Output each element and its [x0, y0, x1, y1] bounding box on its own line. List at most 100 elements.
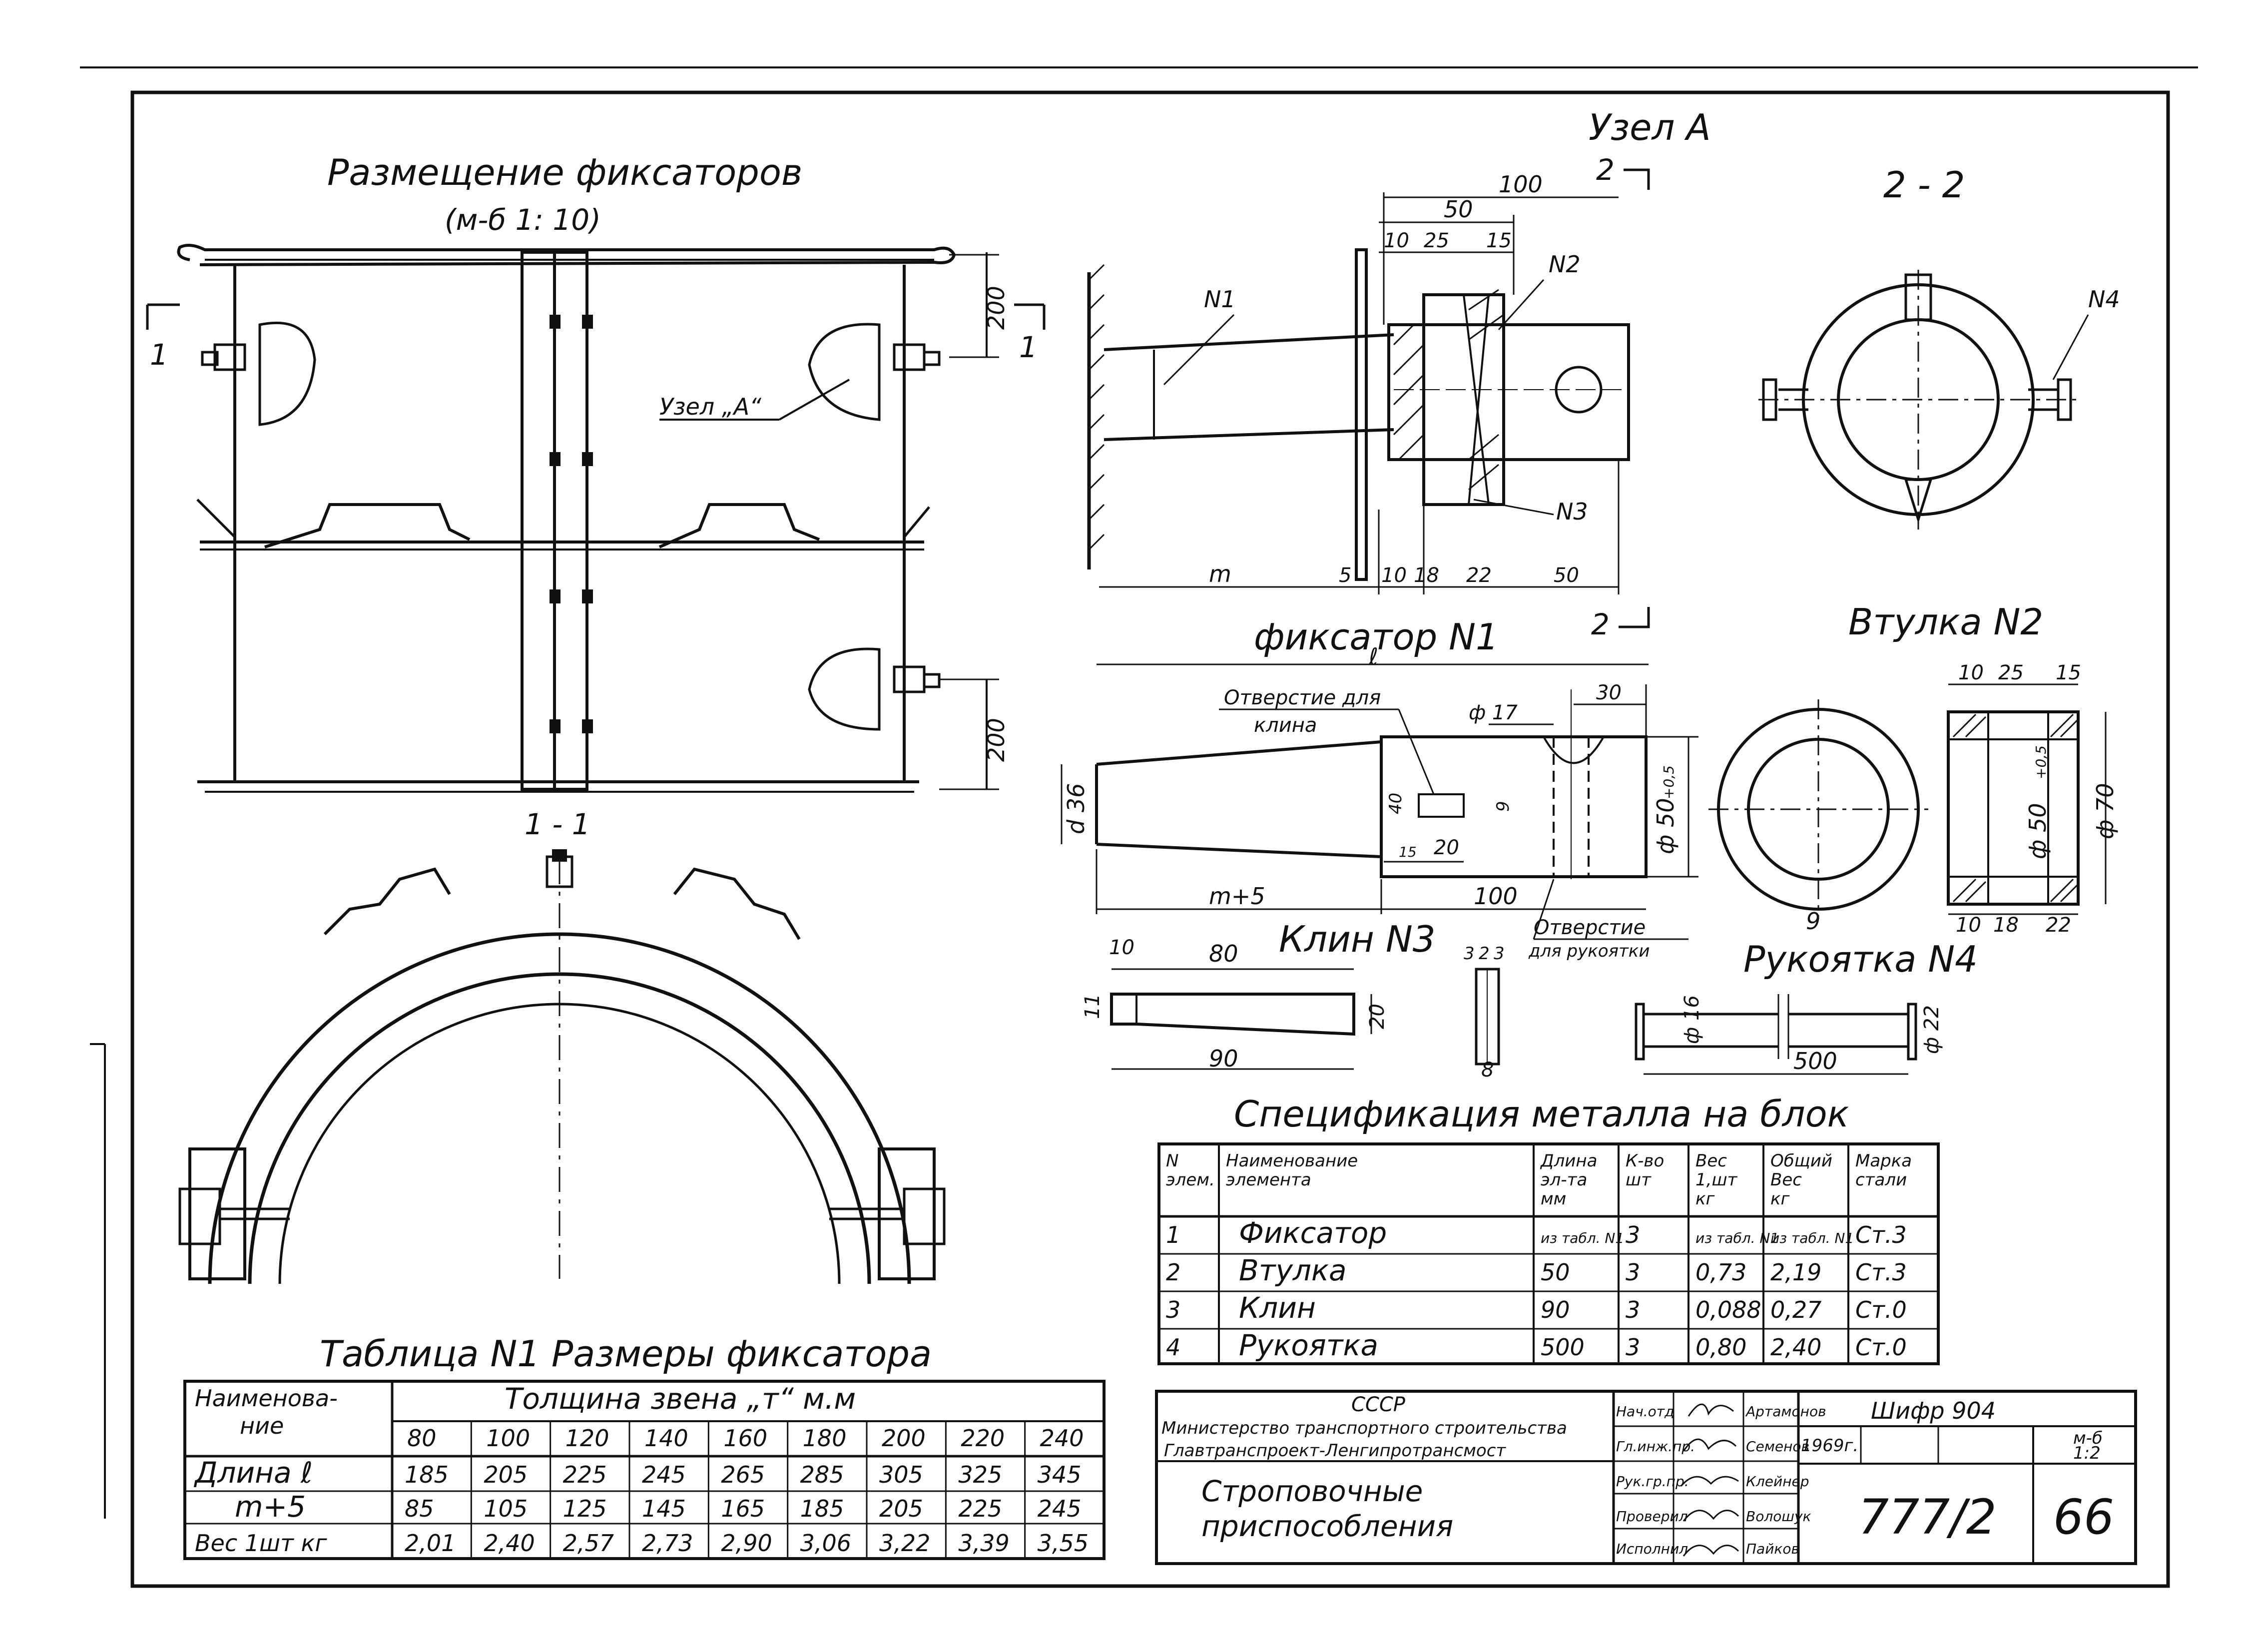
spec-cell: Ст.0	[1855, 1296, 1907, 1323]
spec-title: Спецификация металла на блок	[1234, 1093, 1849, 1135]
wedge-side-dim-3b: 3	[1494, 944, 1505, 964]
fixator-view: фиксатор N1 ℓ Отверстие для клина Отверс…	[1061, 616, 1698, 961]
tb-org-1: СССР	[1351, 1393, 1406, 1416]
fixator-dim-20: 20	[1434, 836, 1459, 859]
node-a-title: Узел А	[1589, 106, 1711, 148]
table1-cell: 3,22	[879, 1530, 930, 1557]
title-block: СССР Министерство транспортного строител…	[1155, 1390, 2137, 1565]
tb-name: Пайков	[1746, 1541, 1799, 1557]
table1-thickness: 240	[1040, 1425, 1084, 1452]
table1-cell: 305	[879, 1461, 923, 1488]
fixator-dim-100: 100	[1474, 883, 1518, 910]
node-a-dim-100: 100	[1499, 171, 1543, 198]
tb-role: Гл.инж.пр.	[1616, 1438, 1695, 1455]
tb-role: Исполнил	[1616, 1541, 1688, 1557]
table1-row-label: Вес 1шт кг	[195, 1530, 327, 1557]
node-a-dim-10: 10	[1384, 229, 1409, 252]
fixator-dim-9: 9	[1493, 801, 1513, 812]
table1-cell: 205	[879, 1495, 923, 1522]
spec-cell: 500	[1541, 1334, 1585, 1361]
spec-header-cell: Длина	[1540, 1151, 1597, 1171]
drawing-frame	[130, 90, 2170, 1588]
spec-cell: 0,088	[1695, 1296, 1761, 1323]
spec-cell: 2	[1166, 1259, 1180, 1286]
spec-table: Спецификация металла на блок Nэлем.Наиме…	[1157, 1093, 1940, 1365]
wedge-dim-11: 11	[1081, 994, 1104, 1019]
table1-row-label: Длина ℓ	[193, 1456, 313, 1490]
spec-cell: 0,73	[1695, 1259, 1746, 1286]
table1-cell: 2,90	[721, 1530, 772, 1557]
sleeve-dim-bot-22: 22	[2046, 914, 2071, 937]
wedge-dim-20: 20	[1366, 1004, 1389, 1029]
table1-cell: 3,39	[958, 1530, 1009, 1557]
sleeve-dim-top-10: 10	[1958, 661, 1984, 684]
table1-cell: 285	[800, 1461, 844, 1488]
table1-cell: 2,01	[405, 1530, 456, 1557]
table1-thickness: 160	[723, 1425, 767, 1452]
spec-cell: Ст.0	[1855, 1334, 1907, 1361]
sleeve-dim-bore-tol: +0,5	[2033, 745, 2049, 779]
section-1-1-view: 1 - 1	[178, 807, 946, 1284]
fixator-dim-tol: +0,5	[1661, 765, 1677, 799]
tb-title-1: Строповочные	[1201, 1474, 1423, 1508]
signatures	[1680, 1403, 1739, 1557]
spec-header-cell: мм	[1541, 1189, 1566, 1209]
handle-dim-phi22: ф 22	[1920, 1005, 1943, 1054]
table1-cell: 185	[405, 1461, 449, 1488]
spec-header-cell: шт	[1626, 1170, 1652, 1190]
sleeve-dim-bot-10: 10	[1956, 914, 1981, 937]
node-a-callout: Узел „А“	[659, 393, 761, 420]
spec-cell: из табл. N1	[1541, 1230, 1624, 1246]
tb-sheet: 66	[2053, 1489, 2114, 1545]
fixator-dim-30: 30	[1596, 681, 1622, 704]
spec-cell: Фиксатор	[1239, 1216, 1387, 1250]
node-a-cut-top: 2	[1596, 153, 1615, 187]
spec-header-cell: 1,шт	[1695, 1170, 1738, 1190]
fixator-dim-phi17: ф 17	[1469, 701, 1518, 724]
table1-thickness: 80	[407, 1425, 437, 1452]
spec-headers: Nэлем.НаименованиеэлементаДлинаэл-таммК-…	[1166, 1151, 1912, 1209]
section-2-2-title: 2 - 2	[1883, 164, 1965, 206]
spec-cell: 90	[1541, 1296, 1570, 1323]
node-a-dim-50: 50	[1444, 196, 1473, 223]
table1-thickness: 100	[486, 1425, 530, 1452]
section-mark-right: 1	[1019, 330, 1038, 364]
node-a-dim-15: 15	[1486, 229, 1512, 252]
section-2-2-part-n4: N4	[2088, 286, 2120, 313]
tb-role: Нач.отд	[1616, 1403, 1674, 1420]
table1-cell: 205	[484, 1461, 528, 1488]
spec-cell: Ст.3	[1855, 1221, 1907, 1248]
wedge-side-dim-3a: 3	[1464, 944, 1475, 964]
spec-header-cell: К-во	[1626, 1151, 1664, 1171]
table1-cell: 225	[563, 1461, 607, 1488]
table1-title: Таблица N1 Размеры фиксатора	[320, 1333, 932, 1375]
table1-cell: 3,06	[800, 1530, 851, 1557]
spec-cell: 3	[1626, 1296, 1640, 1323]
spec-header-cell: кг	[1695, 1189, 1715, 1209]
fixator-hole-handle-1: Отверстие	[1534, 916, 1646, 939]
table1-cell: 245	[642, 1461, 686, 1488]
spec-header-cell: элем.	[1166, 1170, 1215, 1190]
wedge-dim-90: 90	[1209, 1045, 1238, 1072]
table1-cell: 3,55	[1038, 1530, 1089, 1557]
table1: Таблица N1 Размеры фиксатора Наименова- …	[183, 1333, 1106, 1560]
node-a-dim-m: m	[1209, 560, 1231, 587]
wedge-dim-80: 80	[1209, 940, 1238, 967]
node-a-dim-50b: 50	[1554, 564, 1579, 587]
node-a-part-n1: N1	[1204, 286, 1236, 313]
spec-header-cell: Наименование	[1226, 1151, 1358, 1171]
spec-cell: из табл. N1	[1770, 1230, 1854, 1246]
node-a-dim-25: 25	[1424, 229, 1449, 252]
sleeve-dim-bore: ф 50	[2024, 803, 2051, 859]
spec-header-cell: кг	[1770, 1189, 1790, 1209]
tb-roles: Нач.отдГл.инж.пр.Рук.гр.пр.ПроверилИспол…	[1616, 1403, 1826, 1557]
placement-dim-top: 200	[983, 286, 1010, 330]
tb-role: Рук.гр.пр.	[1616, 1473, 1689, 1490]
spec-cell: 4	[1166, 1334, 1180, 1361]
table1-cell: 185	[800, 1495, 844, 1522]
table1-thickness: 120	[565, 1425, 609, 1452]
spec-cell: Ст.3	[1855, 1259, 1907, 1286]
fixator-hole-wedge-2: клина	[1254, 714, 1317, 737]
handle-title: Рукоятка N4	[1743, 938, 1978, 980]
